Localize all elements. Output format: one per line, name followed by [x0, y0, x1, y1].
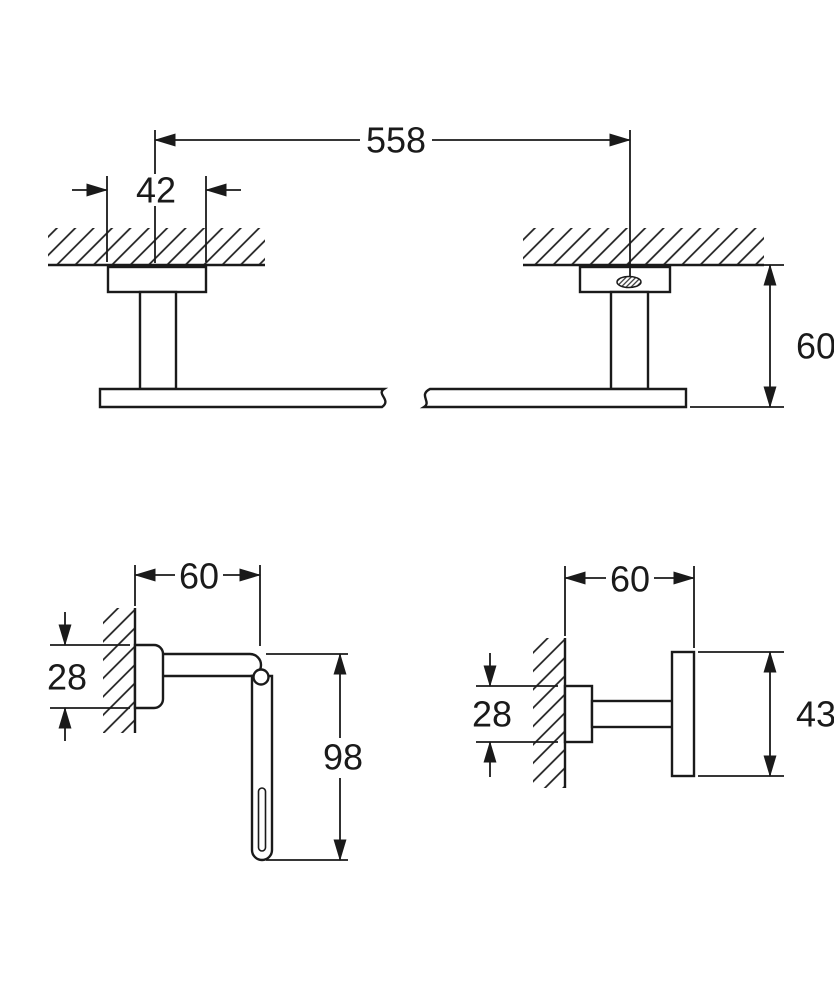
towel-bar-right-mount — [578, 265, 672, 391]
dim-60-depth: 60 — [563, 559, 696, 648]
dim-60-height-label: 60 — [796, 326, 834, 367]
paper-roller — [250, 674, 274, 862]
towel-bar-view: 558 42 60 — [48, 120, 834, 409]
wall-hatch — [523, 228, 764, 265]
towel-bar-rail-left — [98, 387, 389, 409]
screw-detail — [616, 275, 642, 289]
dim-28-plate-label: 28 — [472, 694, 512, 735]
wall-hatch — [533, 638, 565, 788]
roller-slot-detail — [257, 787, 267, 852]
mount-post — [138, 290, 178, 391]
dim-43-plate: 43 — [698, 650, 834, 778]
pivot-detail — [252, 668, 270, 686]
dim-60-depth-label: 60 — [610, 559, 650, 600]
wall-section-right — [523, 228, 764, 267]
wall-hatch — [103, 608, 135, 733]
mount-flange — [106, 265, 208, 294]
dim-28-plate-label: 28 — [47, 657, 87, 698]
dim-60-depth-label: 60 — [179, 556, 219, 597]
towel-bar-left-mount — [106, 265, 208, 391]
wall-section-left — [48, 228, 265, 267]
dim-60-depth: 60 — [133, 556, 262, 646]
holder-arm — [158, 652, 263, 678]
hook-arm — [590, 699, 675, 729]
dim-558: 558 — [153, 120, 632, 276]
hook-end-plate — [670, 650, 696, 778]
hook-view: 60 28 43 — [472, 559, 834, 788]
mount-flange — [563, 684, 594, 744]
mount-flange — [133, 643, 165, 710]
dim-558-label: 558 — [366, 120, 426, 161]
dim-28-plate: 28 — [47, 612, 130, 741]
dim-42: 42 — [72, 170, 241, 262]
mount-post — [609, 290, 650, 391]
dim-98-height-label: 98 — [323, 737, 363, 778]
wall-section — [533, 638, 567, 788]
towel-bar-rail-right — [419, 387, 688, 409]
paper-holder-view: 60 28 98 — [47, 556, 363, 862]
dim-43-plate-label: 43 — [796, 694, 834, 735]
wall-hatch — [48, 228, 265, 265]
wall-section — [103, 608, 137, 733]
dim-28-plate: 28 — [472, 653, 558, 777]
dim-98-height: 98 — [266, 652, 363, 862]
dim-60-height: 60 — [690, 263, 834, 409]
dim-42-label: 42 — [136, 170, 176, 211]
